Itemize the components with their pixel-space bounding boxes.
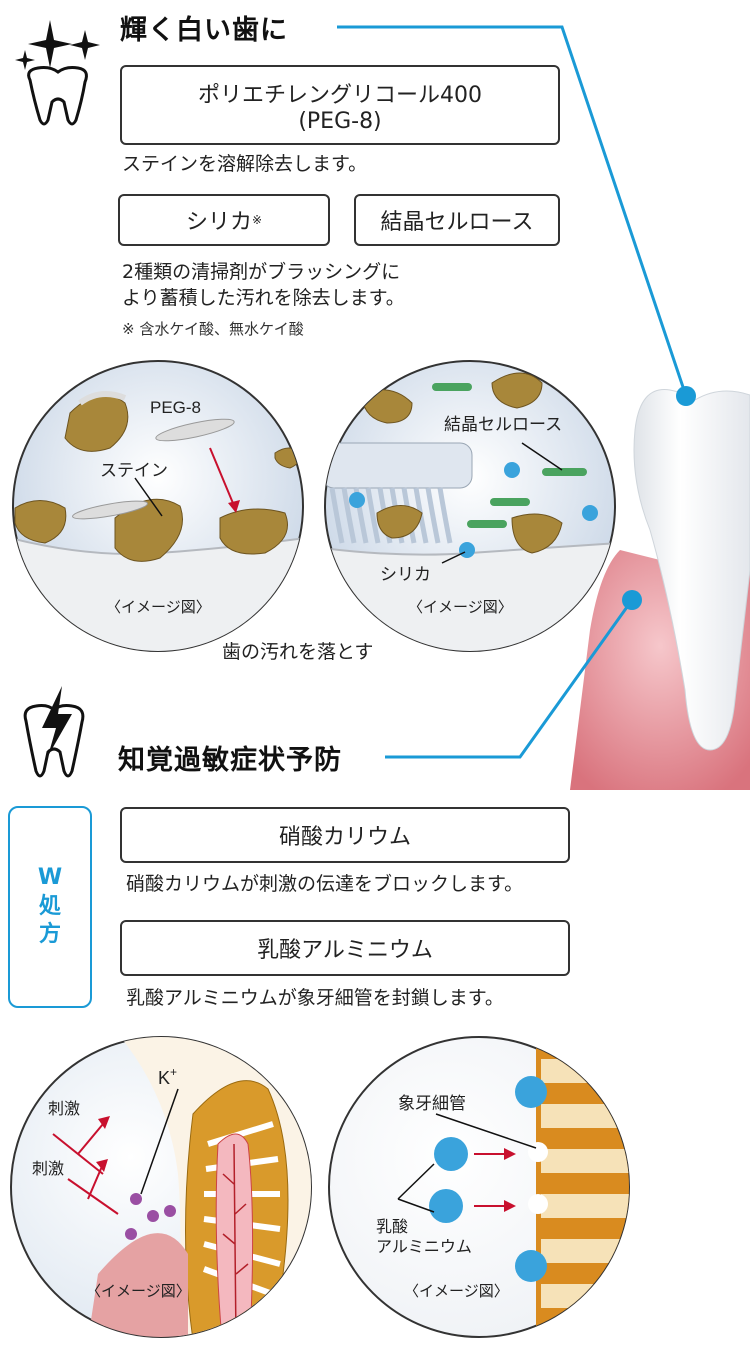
tubule-circle: 象牙細管 乳酸 アルミニウム 〈イメージ図〉 <box>328 1036 630 1338</box>
w-label-1: W <box>37 865 63 891</box>
stimulus-label-2: 刺激 <box>32 1160 64 1178</box>
circle3-caption: 〈イメージ図〉 <box>86 1283 191 1300</box>
potassium-desc: 硝酸カリウムが刺激の伝達をブロックします。 <box>126 873 524 895</box>
stain-circle: PEG-8 ステイン 〈イメージ図〉 <box>12 360 304 652</box>
silica-label: シリカ <box>380 565 431 584</box>
remove-stain-caption: 歯の汚れを落とす <box>222 641 374 663</box>
cellulose-label: 結晶セルロース <box>444 415 562 434</box>
aluminum-box: 乳酸アルミニウム <box>120 920 570 976</box>
stimulus-circle: K+ 刺激 刺激 〈イメージ図〉 <box>10 1036 312 1338</box>
w-formula-badge: W 処 方 <box>8 806 92 1008</box>
silica-box-mark: ※ <box>251 213 263 227</box>
cellulose-box: 結晶セルロース <box>354 194 560 246</box>
aluminum-desc: 乳酸アルミニウムが象牙細管を封鎖します。 <box>126 987 504 1009</box>
cleaning-desc: 2種類の清掃剤がブラッシングに より蓄積した汚れを除去します。 <box>122 260 405 311</box>
peg-box-line1: ポリエチレングリコール400 <box>198 82 482 108</box>
lightning-tooth-icon <box>23 686 85 778</box>
circle4-caption: 〈イメージ図〉 <box>404 1283 509 1300</box>
section1-heading: 輝く白い歯に <box>120 15 288 46</box>
stain-label: ステイン <box>100 461 168 480</box>
connector-lines <box>337 25 696 759</box>
k-label-main: K <box>158 1068 170 1088</box>
cellulose-circle: 結晶セルロース シリカ 〈イメージ図〉 <box>324 360 616 652</box>
stimulus-label-1: 刺激 <box>48 1100 80 1118</box>
potassium-box: 硝酸カリウム <box>120 807 570 863</box>
peg-box-line2: (PEG-8) <box>298 108 382 134</box>
circle1-caption: 〈イメージ図〉 <box>106 599 211 616</box>
silica-note: ※ 含水ケイ酸、無水ケイ酸 <box>122 320 304 338</box>
peg-label: PEG-8 <box>150 398 201 417</box>
section2-heading: 知覚過敏症状予防 <box>118 745 342 776</box>
k-label-sup: + <box>170 1065 177 1079</box>
aluminum-box-label: 乳酸アルミニウム <box>257 938 433 963</box>
potassium-box-label: 硝酸カリウム <box>278 825 411 850</box>
circle2-caption: 〈イメージ図〉 <box>408 599 513 616</box>
lactate-label-1: 乳酸 <box>376 1218 408 1236</box>
cleaning-desc-line2: より蓄積した汚れを除去します。 <box>122 286 405 309</box>
peg-desc: ステインを溶解除去します。 <box>122 153 368 175</box>
tooth-illustration <box>570 389 750 790</box>
w-label-3: 方 <box>38 922 61 948</box>
tubule-label: 象牙細管 <box>398 1094 466 1113</box>
lactate-label-2: アルミニウム <box>376 1238 472 1256</box>
sparkle-tooth-icon <box>15 20 100 126</box>
silica-box: シリカ※ <box>118 194 330 246</box>
cleaning-desc-line1: 2種類の清掃剤がブラッシングに <box>122 261 401 283</box>
w-label-2: 処 <box>38 893 61 919</box>
peg-box: ポリエチレングリコール400 (PEG-8) <box>120 65 560 145</box>
cellulose-box-label: 結晶セルロース <box>380 210 534 235</box>
k-label: K+ <box>158 1065 177 1088</box>
silica-box-label: シリカ <box>185 210 252 235</box>
